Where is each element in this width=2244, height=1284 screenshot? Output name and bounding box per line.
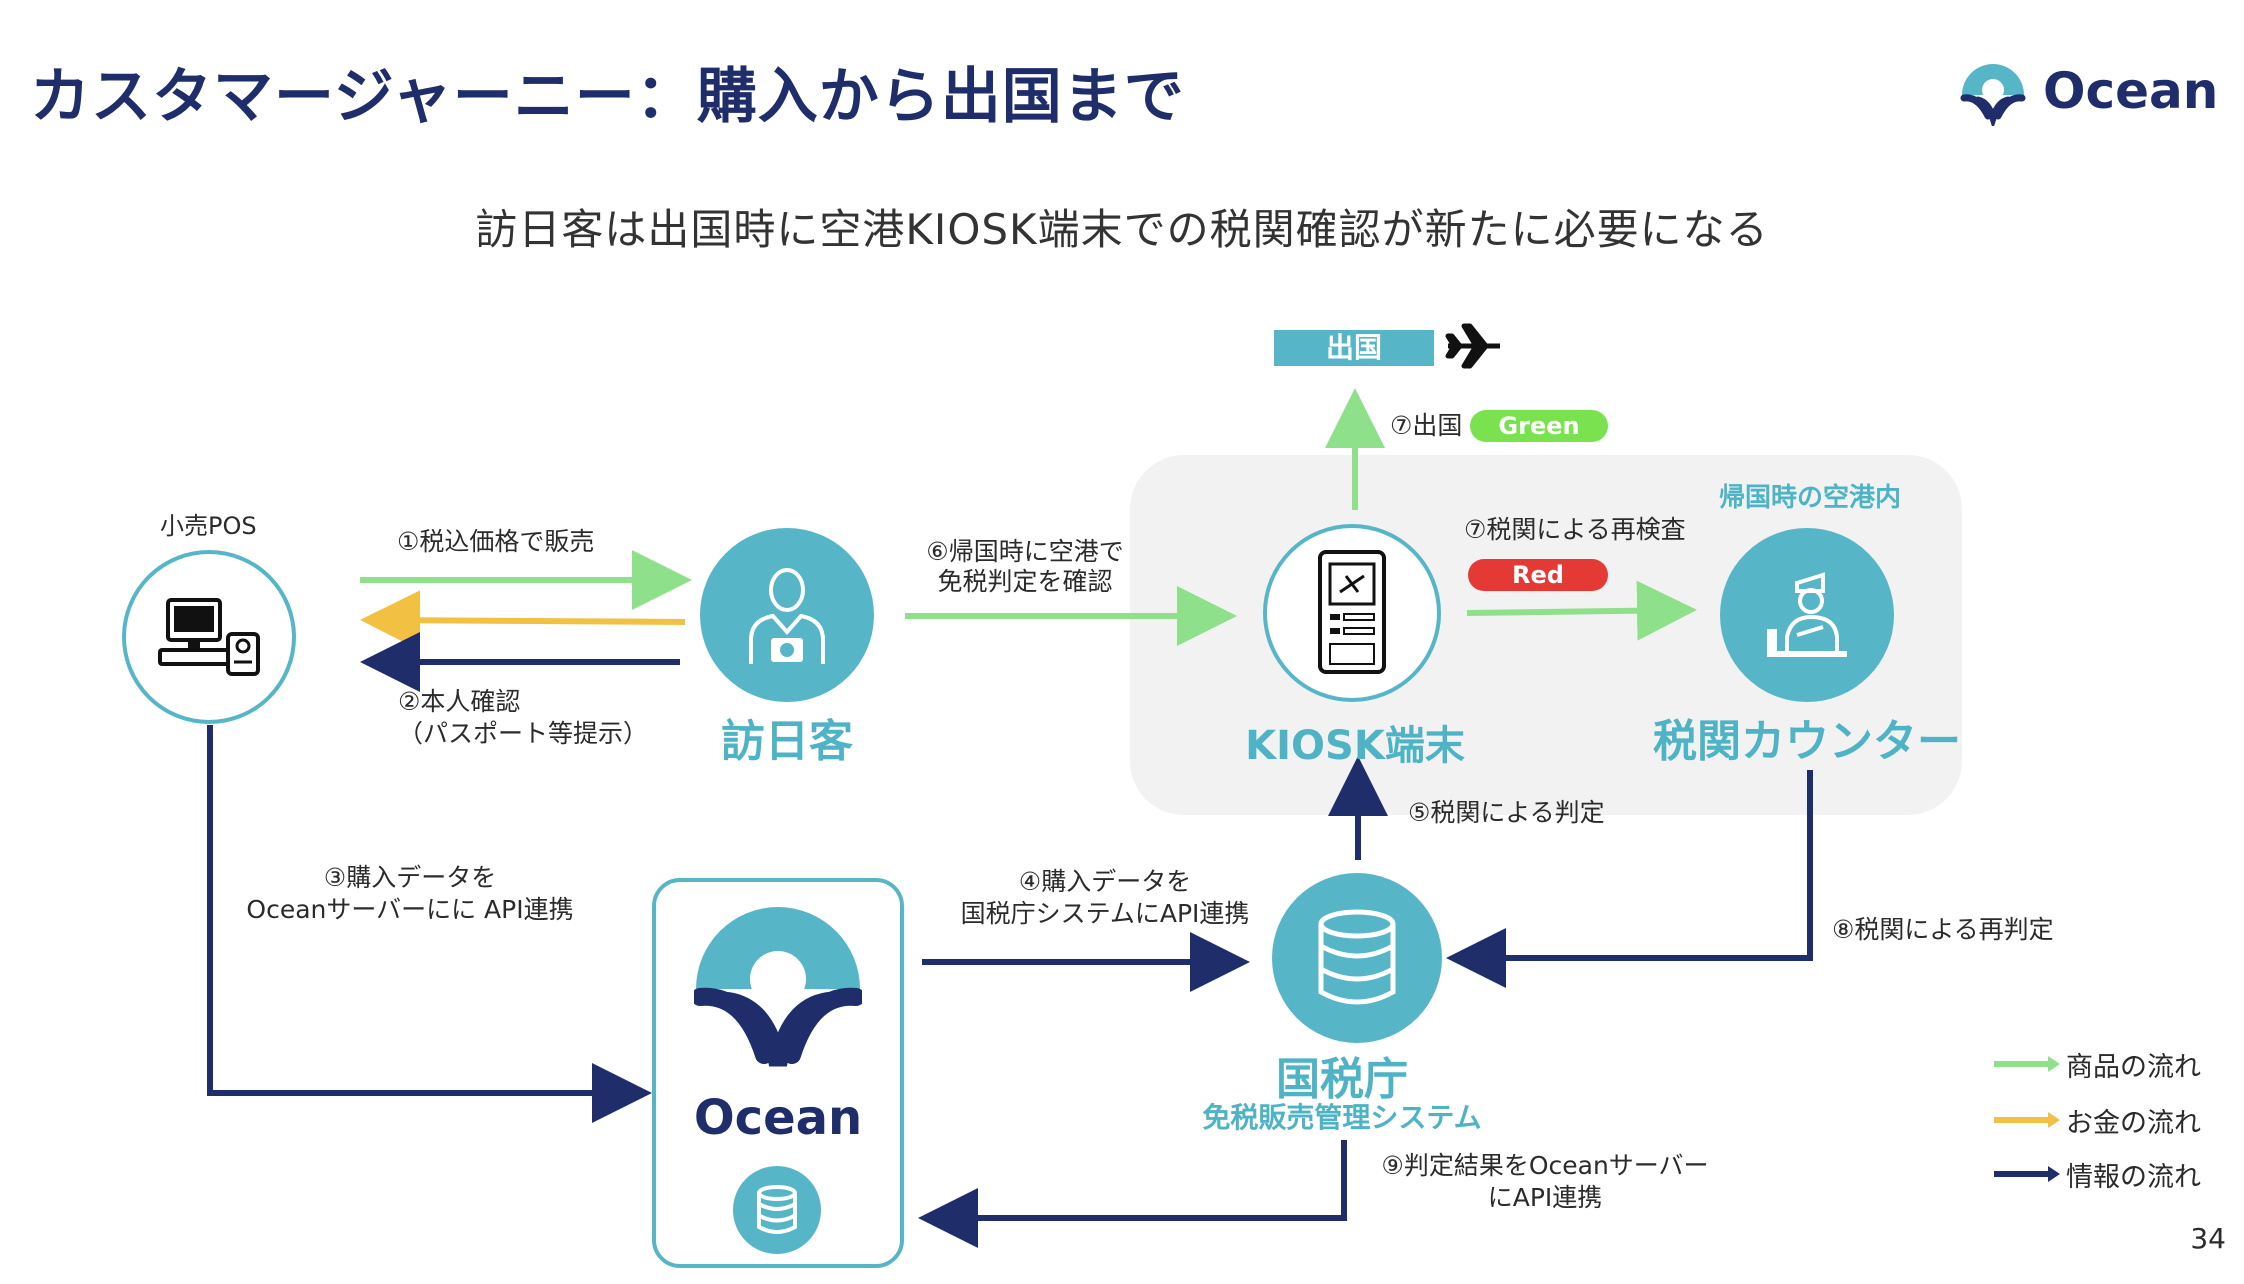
customs-officer-icon (1767, 572, 1847, 657)
visitor-label: 訪日客 (721, 716, 853, 767)
step-6-label: ⑥帰国時に空港で (926, 537, 1124, 566)
kiosk-node (1263, 524, 1441, 702)
step-9-label: ⑨判定結果をOceanサーバー (1381, 1151, 1709, 1180)
nta-label: 国税庁 (1276, 1054, 1408, 1105)
step-1-label: ①税込価格で販売 (397, 527, 595, 556)
legend-goods: 商品の流れ (1992, 1044, 2201, 1084)
pos-label: 小売POS (160, 512, 257, 540)
arrow-nta-ocean (918, 1140, 1347, 1248)
ocean-logo-large-icon (691, 905, 865, 1073)
legend-goods-label: 商品の流れ (2066, 1051, 2201, 1083)
ocean-db (733, 1166, 821, 1254)
kiosk-terminal-icon (1318, 550, 1386, 674)
nta-sublabel: 免税販売管理システム (1202, 1101, 1482, 1134)
brand-name: Ocean (2043, 62, 2219, 120)
database-icon (1318, 909, 1396, 1005)
ocean-logo (1958, 60, 2028, 130)
step-7-exit-label: ⑦出国 (1390, 411, 1463, 440)
step-7-recheck-label: ⑦税関による再検査 (1464, 515, 1686, 544)
step-8-label: ⑧税関による再判定 (1832, 915, 2054, 944)
page-number: 34 (2190, 1222, 2226, 1255)
arrow-kiosk-customs (1466, 580, 1697, 641)
arrow-payment (360, 590, 686, 651)
visitor-node (700, 528, 874, 702)
legend-goods-arrow (1994, 1056, 2060, 1072)
departure-box: 出国 (1274, 330, 1434, 366)
legend-info-arrow (1994, 1166, 2060, 1182)
nta-node (1272, 873, 1442, 1043)
step-3-sublabel: Oceanサーバーにに API連携 (246, 895, 574, 924)
step-9-sublabel: にAPI連携 (1487, 1183, 1603, 1212)
step-5-label: ⑤税関による判定 (1408, 798, 1605, 827)
tourist-camera-icon (749, 568, 825, 664)
step-4-sublabel: 国税庁システムにAPI連携 (960, 899, 1250, 928)
customs-node (1720, 528, 1894, 702)
database-icon (757, 1185, 797, 1234)
step-2-sublabel: （パスポート等提示） (398, 719, 649, 748)
kiosk-label: KIOSK端末 (1245, 723, 1465, 769)
cash-register-icon (158, 598, 260, 676)
arrow-customs-nta (1446, 770, 1813, 988)
legend-info-label: 情報の流れ (2066, 1161, 2201, 1193)
green-status-badge: Green (1470, 410, 1608, 442)
page-subtitle: 訪日客は出国時に空港KIOSK端末での税関確認が新たに必要になる (475, 205, 1769, 254)
pos-node (122, 550, 296, 724)
legend-money-label: お金の流れ (2066, 1107, 2201, 1139)
region-label: 帰国時の空港内 (1718, 483, 1901, 513)
ocean-logo-icon (1960, 64, 2026, 130)
customs-label: 税関カウンター (1653, 716, 1961, 767)
page-title: カスタマージャーニー：購入から出国まで (30, 62, 1185, 132)
step-2-label: ②本人確認 (398, 687, 521, 716)
red-status-badge: Red (1468, 559, 1608, 591)
airplane-icon (1442, 314, 1506, 378)
step-3-label: ③購入データを (323, 863, 497, 892)
ocean-card-label: Ocean (693, 1090, 863, 1146)
legend-money-arrow (1994, 1112, 2060, 1128)
legend-money: お金の流れ (1992, 1100, 2201, 1140)
step-4-label: ④購入データを (1018, 867, 1192, 896)
legend-info: 情報の流れ (1992, 1154, 2201, 1194)
arrow-pos-ocean (207, 725, 652, 1123)
step-6-sublabel: 免税判定を確認 (937, 567, 1113, 596)
